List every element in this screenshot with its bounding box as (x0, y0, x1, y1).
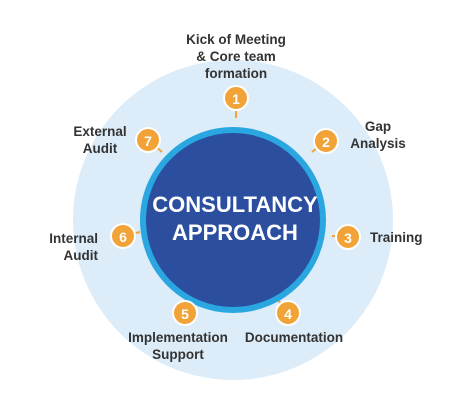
step-2-number: 2 (322, 134, 330, 150)
step-5-badge (172, 300, 198, 326)
step-2-label-line-1: Gap (365, 119, 391, 134)
step-5-number: 5 (181, 306, 189, 322)
core-title-line1: CONSULTANCY (152, 192, 318, 217)
step-5-label-line-1: Implementation (128, 330, 228, 345)
step-6-number: 6 (119, 229, 127, 245)
core-title-line2: APPROACH (172, 220, 298, 245)
step-7-number: 7 (144, 133, 152, 149)
step-3-badge (335, 224, 361, 250)
step-2-label-line-2: Analysis (350, 136, 406, 151)
steps: 1 Kick of Meeting & Core team formation 2 Gap… (49, 32, 422, 362)
step-3-label-line-1: Training (370, 230, 423, 245)
step-6-label-line-1: Internal (49, 231, 98, 246)
core-circle (146, 133, 320, 307)
step-7-badge (135, 127, 161, 153)
step-6-badge (110, 223, 136, 249)
step-2-badge (313, 128, 339, 154)
step-6-label-line-2: Audit (64, 248, 99, 263)
step-1-label-line-1: Kick of Meeting (186, 32, 286, 47)
step-5-label-line-2: Support (152, 347, 204, 362)
step-4-number: 4 (284, 306, 292, 322)
step-4-label-line-1: Documentation (245, 330, 343, 345)
step-3-number: 3 (344, 230, 352, 246)
step-7-label-line-2: Audit (83, 141, 118, 156)
step-4-badge (275, 300, 301, 326)
step-1-badge (223, 85, 249, 111)
step-1-label-line-3: formation (205, 66, 267, 81)
step-7-label-line-1: External (73, 124, 126, 139)
step-1-number: 1 (232, 91, 240, 107)
step-1-label-line-2: & Core team (196, 49, 276, 64)
